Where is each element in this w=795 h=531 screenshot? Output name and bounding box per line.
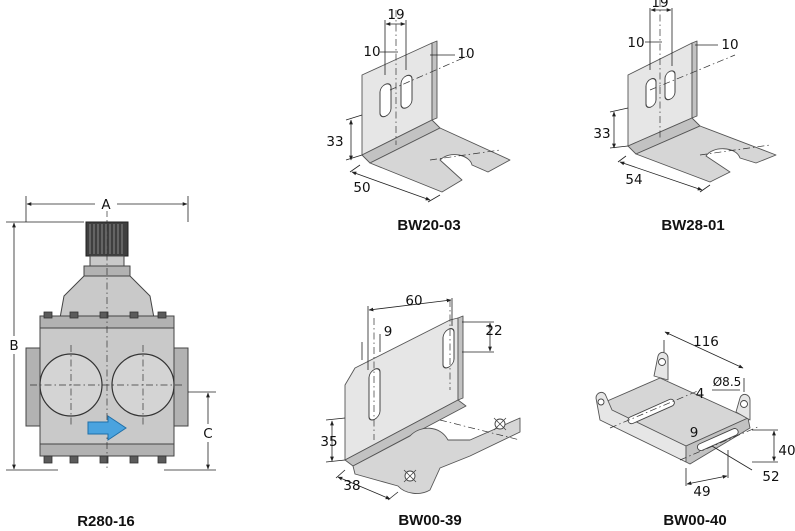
caption-bw20-03: BW20-03 (397, 217, 460, 234)
bracket-bw00-39: 60 9 22 35 38 BW00-39 (320, 293, 521, 529)
bw00-39-dim-60: 60 (405, 293, 422, 309)
bw00-40-dim-49: 49 (693, 484, 710, 500)
bw28-01-dim-10-right: 10 (721, 37, 738, 53)
bw20-03-dim-10-left: 10 (363, 44, 380, 60)
bw00-39-dim-9: 9 (384, 324, 393, 340)
bw28-01-dim-19: 19 (651, 0, 668, 11)
bw28-01-dim-54: 54 (625, 172, 642, 188)
dim-a-label: A (101, 197, 111, 213)
dim-c-label: C (203, 426, 212, 442)
bw00-40-dim-116: 116 (693, 334, 719, 350)
caption-bw00-40: BW00-40 (663, 512, 726, 529)
bw00-40-dim-4: 4 (696, 386, 705, 402)
regulator-r280-16: A B C R280-16 (6, 195, 216, 530)
bw20-03-dim-33: 33 (326, 134, 343, 150)
caption-r280-16: R280-16 (77, 513, 135, 530)
bw00-40-dim-9: 9 (690, 425, 699, 441)
bw28-01-dim-10-left: 10 (627, 35, 644, 51)
caption-bw28-01: BW28-01 (661, 217, 724, 234)
bracket-bw00-40: 116 Ø8.5 4 9 40 52 49 BW00-40 (595, 331, 795, 529)
bw00-40-dim-40: 40 (778, 443, 795, 459)
bw20-03-dim-19: 19 (387, 7, 404, 23)
bw28-01-dim-33: 33 (593, 126, 610, 142)
bw00-39-dim-35: 35 (320, 434, 337, 450)
bracket-bw28-01: 19 10 10 33 54 BW28-01 (593, 0, 777, 234)
caption-bw00-39: BW00-39 (398, 512, 461, 529)
bw20-03-dim-10-right: 10 (457, 46, 474, 62)
flow-arrow-icon (87, 415, 127, 441)
bw00-40-dim-52: 52 (762, 469, 779, 485)
bw00-39-dim-38: 38 (343, 478, 360, 494)
bracket-bw20-03: 19 10 10 33 50 BW20-03 (326, 7, 511, 234)
bw00-40-dim-hole: Ø8.5 (713, 375, 742, 389)
dim-b-label: B (9, 338, 18, 354)
bw20-03-dim-50: 50 (353, 180, 370, 196)
bw00-39-dim-22: 22 (485, 323, 502, 339)
